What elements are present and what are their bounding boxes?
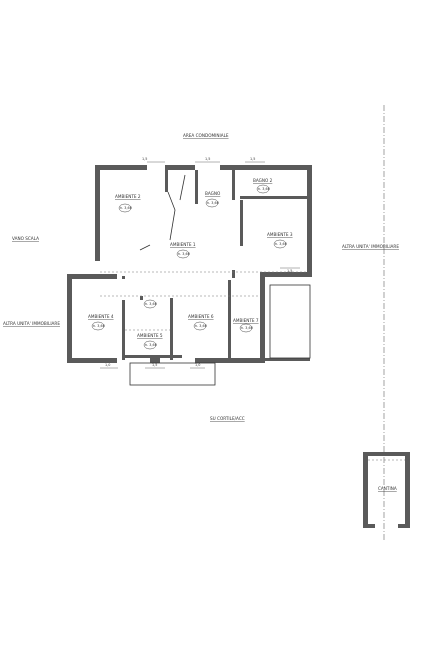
room-ambiente-3: AMBIENTE 3 xyxy=(267,232,293,237)
room-ambiente-1-height: h. 3,60 xyxy=(178,252,190,256)
dim-bottom-mid: 1,5 xyxy=(152,363,157,367)
room-ambiente-2-height: h. 3,60 xyxy=(120,206,132,210)
room-bagno-height: h. 3,60 xyxy=(207,201,219,205)
dim-top-mid: 1,5 xyxy=(205,157,210,161)
dim-right: 1,5 xyxy=(287,269,292,273)
dim-bottom-left: 1,0 xyxy=(105,363,110,367)
dim-bottom-right: 1,0 xyxy=(195,363,200,367)
room-ambiente-2: AMBIENTE 2 xyxy=(115,194,141,199)
room-bagno: BAGNO xyxy=(205,191,221,196)
label-area-condominiale: AREA CONDOMINIALE xyxy=(183,133,229,138)
label-altra-unita-left: ALTRA UNITA' IMMOBILIARE xyxy=(3,321,60,326)
room-ambiente-4: AMBIENTE 4 xyxy=(88,314,114,319)
dim-top-left: 1,5 xyxy=(142,157,147,161)
room-ambiente-6: AMBIENTE 6 xyxy=(188,314,214,319)
room-ambiente-5: AMBIENTE 5 xyxy=(137,333,163,338)
room-ambiente-5-height: h. 3,60 xyxy=(145,343,157,347)
label-bottom: SU CORTILE/ACC xyxy=(210,416,245,421)
inner-walls xyxy=(122,170,307,360)
room-ambiente-6-height: h. 3,60 xyxy=(195,324,207,328)
room-ambiente-1: AMBIENTE 1 xyxy=(170,242,196,247)
room-ambiente-3-height: h. 3,60 xyxy=(275,242,287,246)
cantina-unit: CANTINA xyxy=(363,452,410,528)
room-ambiente-4-height: h. 3,60 xyxy=(93,324,105,328)
room-ambiente-7: AMBIENTE 7 xyxy=(233,318,259,323)
room-bagno-2: BAGNO 2 xyxy=(253,178,273,183)
dim-top-right: 1,5 xyxy=(250,157,255,161)
hall-height: h. 3,60 xyxy=(145,302,157,306)
label-altra-unita-right: ALTRA UNITA' IMMOBILIARE xyxy=(342,244,399,249)
label-vano-scala: VANO SCALA xyxy=(12,236,39,241)
room-bagno-2-height: h. 3,60 xyxy=(258,187,270,191)
dimension-marks: 1,5 1,5 1,5 1,5 1,0 1,5 1,0 xyxy=(100,157,300,369)
room-cantina: CANTINA xyxy=(378,486,397,491)
outer-walls xyxy=(67,165,312,363)
room-ambiente-7-height: h. 3,60 xyxy=(241,326,253,330)
